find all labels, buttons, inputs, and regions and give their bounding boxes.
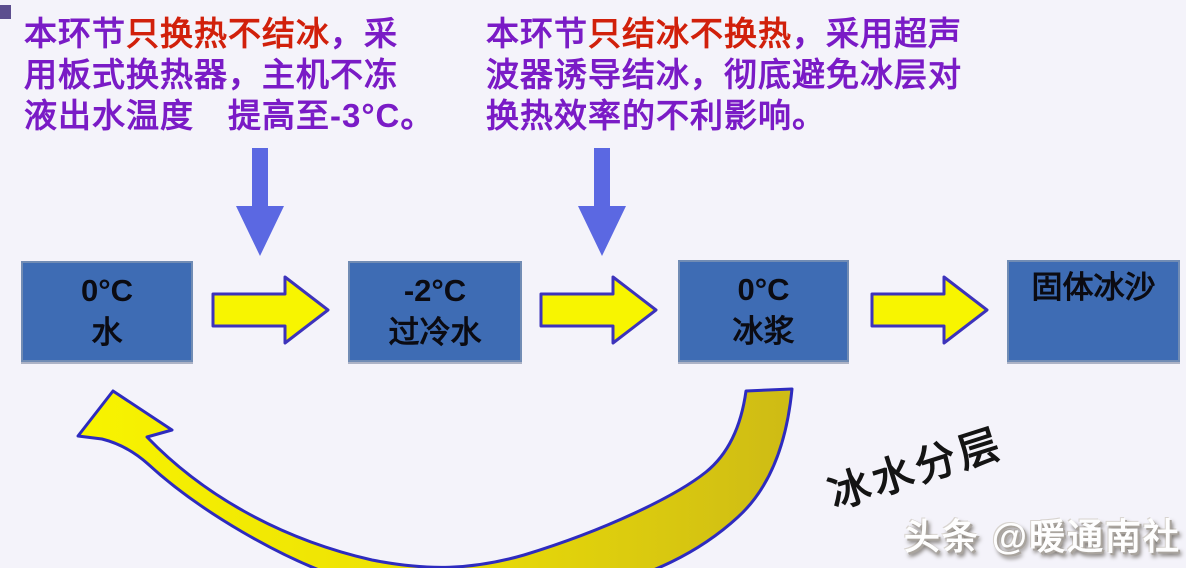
- flow-box-supercooled-water: -2°C 过冷水: [348, 261, 522, 362]
- curved-return-arrow-shape: [76, 387, 794, 568]
- down-arrow-shape: [578, 148, 626, 256]
- box-temp: 0°C: [80, 272, 134, 308]
- right-arrow-3-icon: [870, 275, 989, 345]
- box-label: 水: [91, 314, 123, 350]
- flow-box-water: 0°C 水: [21, 261, 193, 362]
- box-temp: -2°C: [403, 272, 467, 308]
- down-arrow-left-icon: [236, 148, 284, 256]
- right-arrow-shape: [539, 275, 658, 345]
- corner-artifact: [0, 5, 11, 19]
- box-label: 冰浆: [732, 314, 795, 349]
- right-arrow-shape: [211, 275, 330, 345]
- down-arrow-right-icon: [578, 148, 626, 256]
- flow-box-ice-slurry: 0°C 冰浆: [678, 260, 849, 362]
- right-arrow-2-icon: [539, 275, 658, 345]
- box-label: 固体冰沙: [1031, 270, 1156, 305]
- right-arrow-shape: [870, 275, 989, 345]
- down-arrow-shape: [236, 148, 284, 256]
- note-heat-exchange-only: 本环节只换热不结冰，采 用板式换热器，主机不冻 液出水温度 提高至-3°C。: [24, 15, 435, 134]
- box-temp: 0°C: [737, 272, 790, 308]
- flow-box-solid-ice: 固体冰沙: [1007, 260, 1180, 362]
- box-label: 过冷水: [388, 314, 482, 350]
- watermark-label: 头条 @暖通南社: [903, 516, 1181, 557]
- right-arrow-1-icon: [211, 275, 330, 345]
- note-freeze-only: 本环节只结冰不换热，采用超声 波器诱导结冰，彻底避免冰层对 换热效率的不利影响。: [486, 15, 962, 134]
